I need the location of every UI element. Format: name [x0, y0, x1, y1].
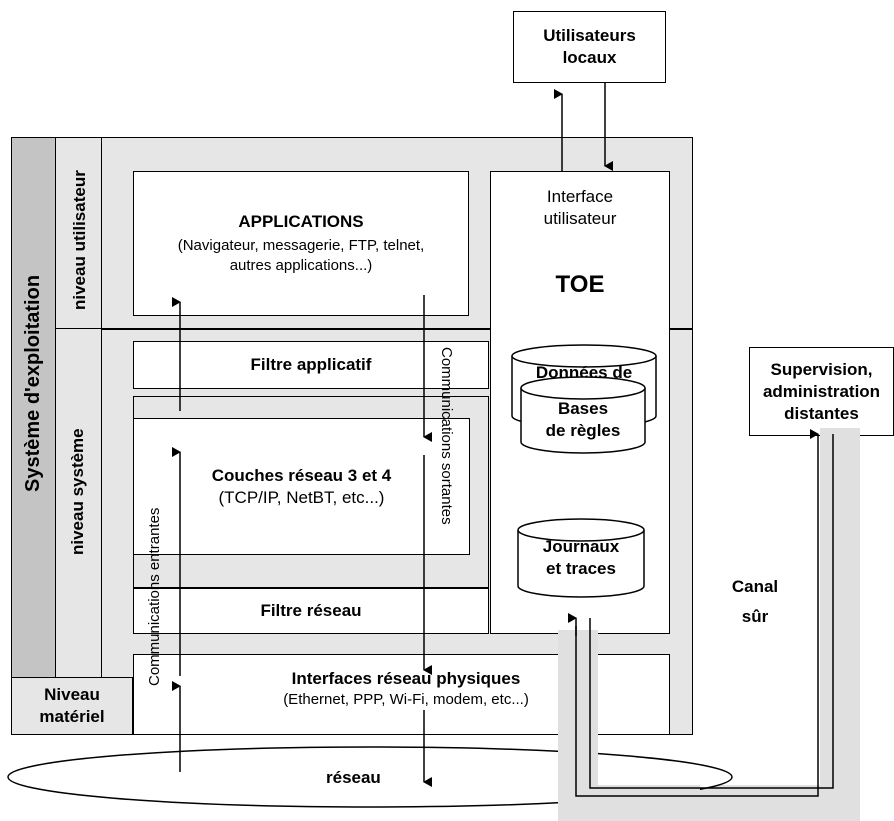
toe-title: TOE	[555, 271, 605, 298]
network-label: réseau	[326, 768, 381, 787]
physical-interfaces-text: Interfaces réseau physiques (Ethernet, P…	[236, 668, 576, 710]
supervision-line3: distantes	[784, 403, 859, 423]
logs-line2: et traces	[546, 559, 616, 578]
rules-line1: Bases	[557, 399, 609, 418]
supervision-line2: administration	[762, 381, 881, 401]
secure-channel-line-out	[589, 434, 834, 789]
hardware-level-box: Niveau matériel	[11, 677, 133, 735]
secure-channel-line2: sûr	[741, 607, 769, 626]
logs-line1: Journaux	[542, 537, 620, 556]
hardware-level-line2: matériel	[39, 707, 105, 726]
local-users-line2: locaux	[562, 48, 617, 67]
supervision-line1: Supervision,	[770, 359, 873, 379]
logs-database: Journaux et traces	[517, 518, 645, 600]
network-layers-box: Couches réseau 3 et 4 (TCP/IP, NetBT, et…	[133, 418, 470, 555]
network-filter-box: Filtre réseau	[133, 588, 489, 634]
level-divider	[102, 328, 693, 330]
network-layers-subtitle: (TCP/IP, NetBT, etc...)	[218, 487, 385, 507]
system-level-column	[55, 328, 102, 678]
app-filter-box: Filtre applicatif	[133, 341, 489, 389]
rules-line2: de règles	[545, 421, 621, 440]
secure-channel-label: Canal sûr	[715, 576, 795, 628]
toe-interface-line2: utilisateur	[543, 209, 617, 228]
applications-line1: (Navigateur, messagerie, FTP, telnet,	[177, 237, 425, 254]
network-filter-label: Filtre réseau	[260, 601, 362, 620]
network-ellipse	[7, 746, 733, 808]
physical-interfaces-title: Interfaces réseau physiques	[291, 669, 521, 688]
local-users-line1: Utilisateurs	[543, 26, 636, 45]
physical-interfaces-subtitle: (Ethernet, PPP, Wi-Fi, modem, etc...)	[283, 691, 529, 708]
supervision-box: Supervision, administration distantes	[749, 347, 894, 436]
rules-database-shape	[520, 376, 646, 454]
hardware-level-line1: Niveau	[44, 685, 100, 704]
applications-line2: autres applications...)	[229, 257, 373, 274]
secure-channel-line-in	[575, 429, 819, 797]
outgoing-label: Communications sortantes	[438, 347, 455, 525]
rules-database: Bases de règles	[520, 376, 646, 456]
network-layers-title: Couches réseau 3 et 4	[211, 465, 392, 485]
applications-title: APPLICATIONS	[238, 212, 364, 231]
logs-database-shape	[517, 518, 645, 598]
incoming-label: Communications entrantes	[146, 507, 163, 686]
app-filter-label: Filtre applicatif	[250, 355, 372, 374]
os-label-column	[11, 137, 56, 678]
applications-box: APPLICATIONS (Navigateur, messagerie, FT…	[133, 171, 469, 316]
toe-interface-label: Interface utilisateur	[500, 186, 660, 230]
toe-interface-line1: Interface	[546, 187, 614, 206]
secure-channel-line1: Canal	[731, 577, 779, 596]
secure-channel-band	[558, 428, 860, 821]
local-users-box: Utilisateurs locaux	[513, 11, 666, 83]
